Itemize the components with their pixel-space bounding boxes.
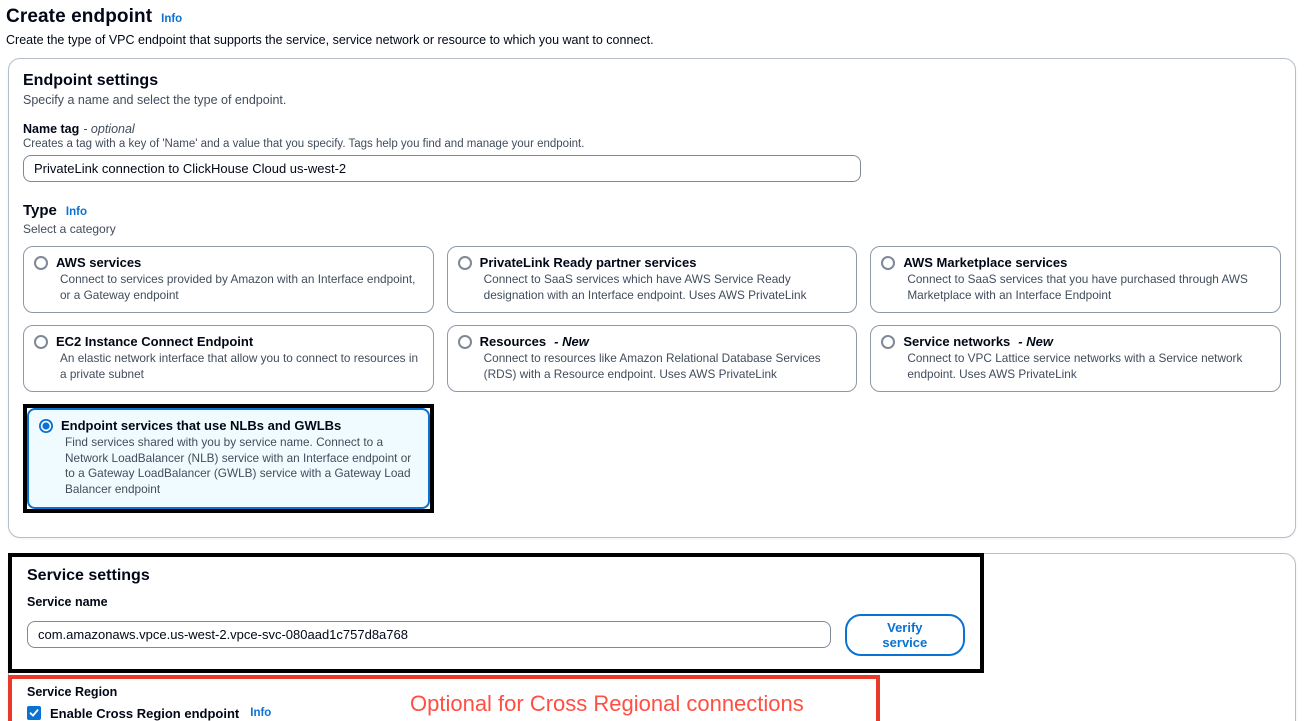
- type-option-aws-services[interactable]: AWS services Connect to services provide…: [23, 246, 434, 314]
- cross-region-annotation: Optional for Cross Regional connections: [410, 690, 804, 716]
- service-settings-title: Service settings: [27, 566, 150, 584]
- radio-checked-icon[interactable]: [39, 418, 53, 433]
- cross-region-checkbox-label[interactable]: Enable Cross Region endpoint: [50, 705, 240, 721]
- endpoint-settings-card: Endpoint settings Specify a name and sel…: [8, 58, 1296, 538]
- endpoint-settings-description: Specify a name and select the type of en…: [23, 93, 287, 107]
- type-option-endpoint-services-nlb-gwlb[interactable]: Endpoint services that use NLBs and GWLB…: [27, 408, 430, 509]
- type-option-resources[interactable]: Resources- New Connect to resources like…: [446, 325, 858, 393]
- service-name-input[interactable]: [27, 621, 831, 648]
- type-option-ec2-instance-connect[interactable]: EC2 Instance Connect Endpoint An elastic…: [23, 325, 434, 393]
- highlight-frame-selected-option: Endpoint services that use NLBs and GWLB…: [23, 404, 434, 513]
- type-options-grid: AWS services Connect to services provide…: [23, 246, 1281, 513]
- radio-unchecked-icon[interactable]: [457, 255, 472, 270]
- type-option-marketplace[interactable]: AWS Marketplace services Connect to SaaS…: [870, 246, 1281, 314]
- service-name-label: Service name: [27, 594, 108, 609]
- radio-unchecked-icon[interactable]: [881, 255, 896, 270]
- radio-unchecked-icon[interactable]: [34, 255, 48, 270]
- cross-region-checkbox[interactable]: [27, 706, 41, 720]
- radio-unchecked-icon[interactable]: [457, 334, 472, 349]
- page-info-link[interactable]: Info: [161, 13, 183, 25]
- page-title: Create endpoint: [6, 6, 153, 27]
- type-option-service-networks[interactable]: Service networks- New Connect to VPC Lat…: [870, 325, 1281, 393]
- highlight-frame-service-region: Service Region Enable Cross Region endpo…: [8, 674, 880, 721]
- type-label: Type: [23, 202, 57, 219]
- cross-region-info-link[interactable]: Info: [250, 707, 272, 719]
- type-option-privatelink-partner[interactable]: PrivateLink Ready partner services Conne…: [446, 246, 858, 314]
- highlight-frame-service-settings: Service settings Service name Verify ser…: [8, 552, 984, 673]
- name-tag-input[interactable]: [23, 155, 861, 182]
- radio-unchecked-icon[interactable]: [881, 334, 896, 349]
- page-description: Create the type of VPC endpoint that sup…: [6, 33, 654, 47]
- type-info-link[interactable]: Info: [65, 206, 87, 218]
- page-header: Create endpoint Info Create the type of V…: [0, 0, 1304, 47]
- radio-unchecked-icon[interactable]: [34, 334, 48, 349]
- endpoint-settings-title: Endpoint settings: [23, 72, 159, 89]
- type-description: Select a category: [23, 222, 116, 236]
- name-tag-optional: - optional: [83, 122, 135, 136]
- name-tag-constraint: Creates a tag with a key of 'Name' and a…: [23, 138, 585, 150]
- service-settings-card: Service settings Service name Verify ser…: [8, 552, 1296, 721]
- service-region-label: Service Region: [27, 684, 118, 699]
- name-tag-label: Name tag- optional: [23, 122, 135, 136]
- verify-service-button[interactable]: Verify service: [844, 613, 965, 656]
